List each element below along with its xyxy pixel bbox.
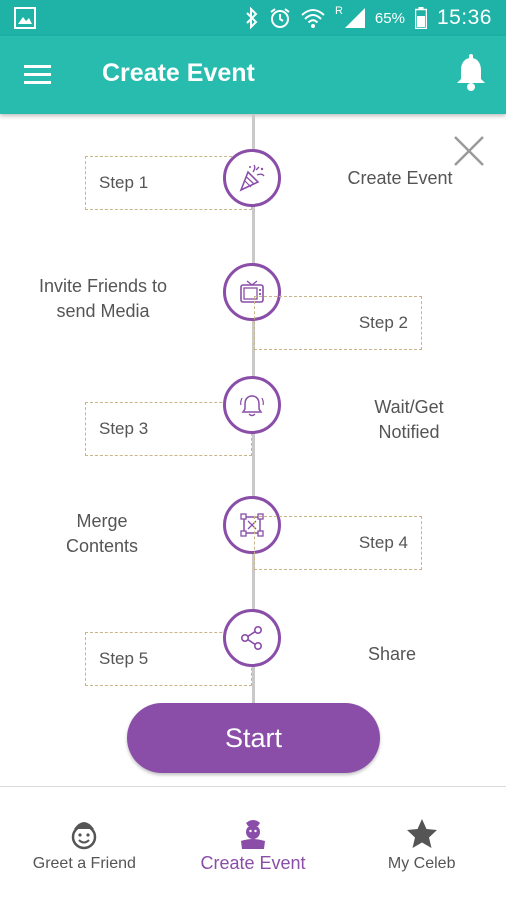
nav-label-create-event: Create Event (200, 853, 306, 873)
step-3-circle[interactable] (223, 376, 281, 434)
bell-icon[interactable] (454, 54, 488, 92)
step-4-box: Step 4 (254, 516, 422, 570)
battery-percent: 65% (374, 9, 405, 27)
smiley-icon (72, 822, 97, 850)
step-2-circle[interactable] (223, 263, 281, 321)
baby-icon (241, 820, 265, 849)
step-2-description: Invite Friends to send Media (38, 276, 168, 321)
step-4-circle[interactable] (223, 496, 281, 554)
step-5-label: Step 5 (99, 649, 149, 668)
nav-greet-a-friend[interactable]: Greet a Friend (0, 787, 169, 901)
bottom-navigation: Greet a Friend Create Event My Celeb (0, 786, 506, 901)
step-1-circle[interactable] (223, 149, 281, 207)
star-icon (406, 819, 437, 848)
party-popper-icon (239, 164, 265, 192)
battery-icon (414, 7, 427, 29)
close-icon[interactable] (452, 134, 486, 168)
step-2-label: Step 2 (358, 313, 408, 332)
tv-icon (240, 280, 264, 303)
bluetooth-icon (246, 7, 258, 29)
step-2-box: Step 2 (254, 296, 422, 350)
status-bar: R 65% 15:36 (0, 0, 506, 36)
app-bar: Create Event (0, 36, 506, 114)
status-icons: R 65% 15:36 (245, 5, 492, 31)
step-1-label: Step 1 (99, 173, 149, 192)
share-icon (241, 625, 262, 650)
step-4-label: Step 4 (358, 533, 408, 552)
start-button[interactable]: Start (127, 703, 380, 773)
page-title: Create Event (102, 59, 255, 87)
notification-icon (240, 395, 264, 417)
gallery-notification-icon (14, 7, 36, 29)
step-3-label: Step 3 (99, 419, 149, 438)
step-5-description: Share (367, 644, 417, 664)
wifi-icon (301, 9, 325, 28)
nav-label-my-celeb: My Celeb (387, 855, 456, 872)
hamburger-menu-icon[interactable] (22, 60, 56, 90)
nav-label-greet-a-friend: Greet a Friend (32, 855, 136, 872)
step-1-description: Create Event (347, 168, 453, 188)
step-4-description: Merge Contents (65, 511, 139, 556)
nav-create-event[interactable]: Create Event (169, 787, 338, 901)
nav-my-celeb[interactable]: My Celeb (337, 787, 506, 901)
status-time: 15:36 (436, 6, 492, 29)
signal-icon (344, 8, 365, 28)
step-5-circle[interactable] (223, 609, 281, 667)
signal-roaming-label: R (334, 5, 343, 17)
alarm-icon (270, 8, 290, 28)
step-3-description: Wait/Get Notified (374, 397, 444, 442)
